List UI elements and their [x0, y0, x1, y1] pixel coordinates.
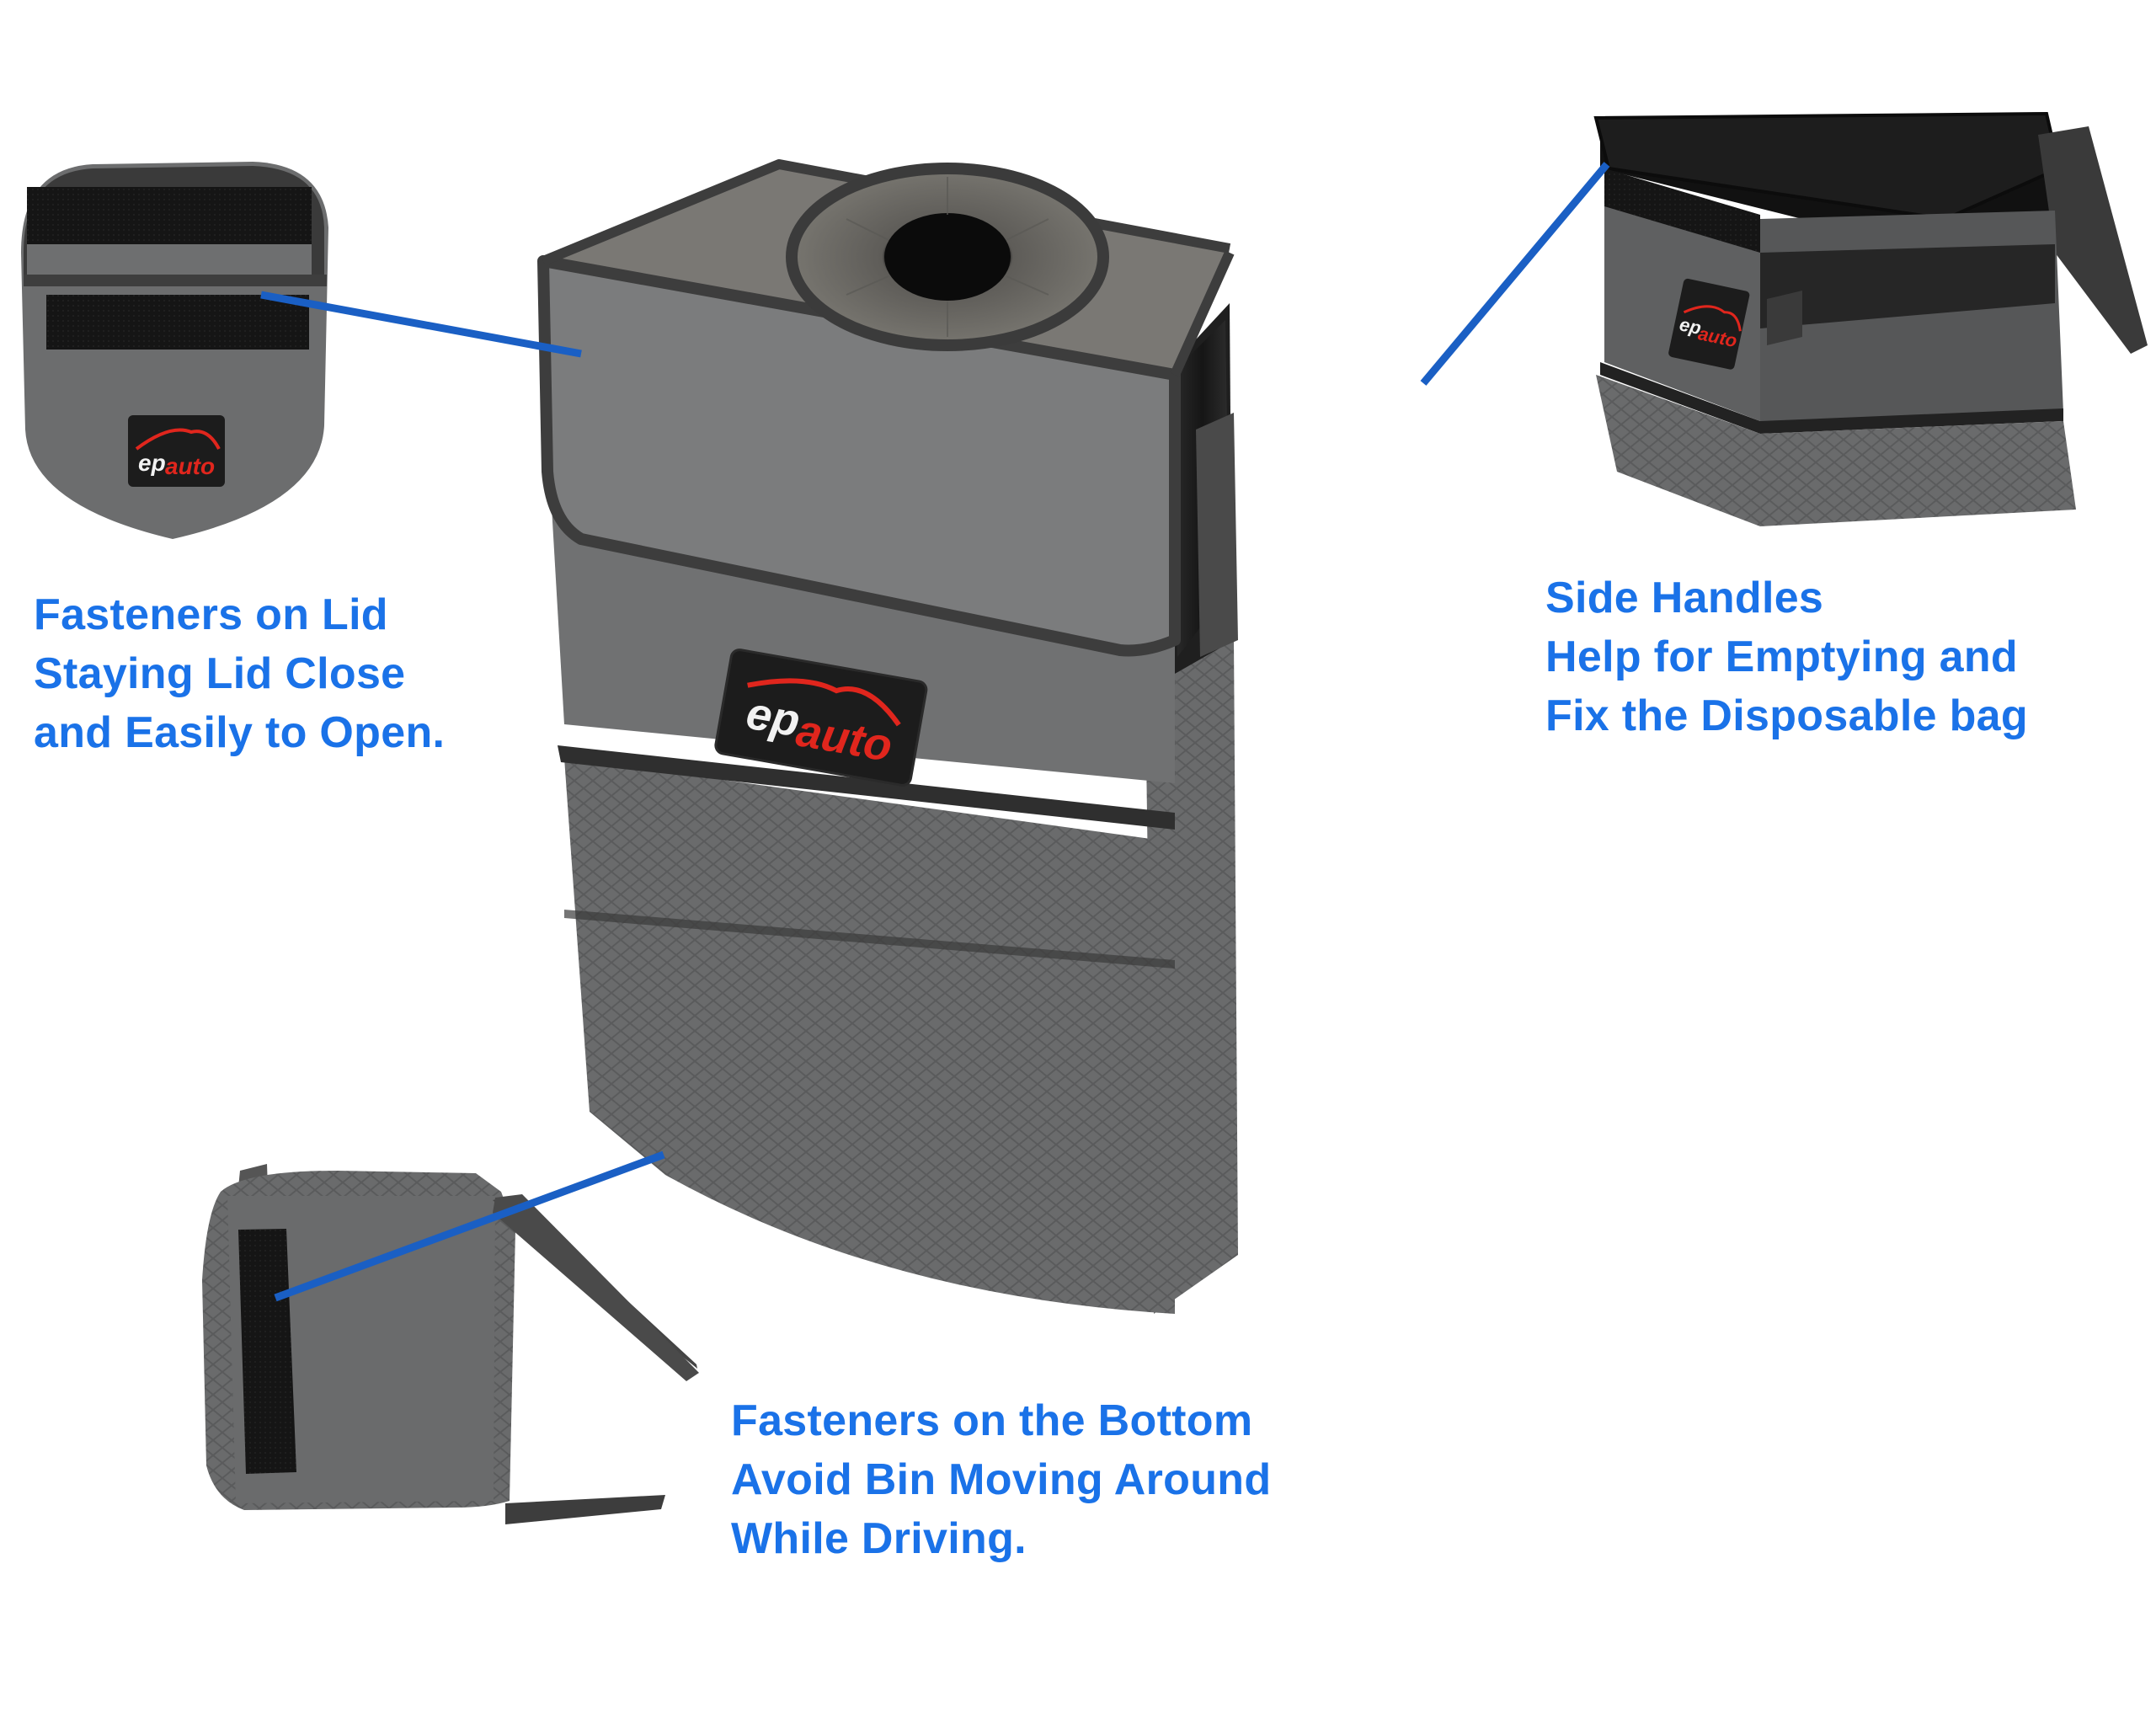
brand-logo-open-bin: ep auto — [1668, 278, 1750, 370]
svg-text:auto: auto — [165, 453, 215, 479]
svg-text:ep: ep — [138, 450, 166, 476]
bottom-fasteners-caption: Fasteners on the Bottom Avoid Bin Moving… — [731, 1391, 1271, 1568]
bottom-callout-line — [274, 1150, 665, 1302]
lid-detail-inset: ep auto — [21, 162, 328, 539]
bottom-detail-inset — [202, 1164, 699, 1524]
main-bin: ep auto — [537, 159, 1238, 1314]
svg-text:ep: ep — [1678, 313, 1703, 339]
svg-text:ep: ep — [743, 688, 803, 747]
caption-line: Fasteners on Lid — [34, 590, 388, 639]
caption-line: Fix the Disposable bag — [1545, 691, 2028, 740]
caption-line: Help for Emptying and — [1545, 632, 2018, 681]
lid-callout-line — [260, 291, 582, 358]
caption-line: Side Handles — [1545, 574, 1824, 622]
callout-lines — [260, 162, 1610, 1302]
open-bin-inset: ep auto — [1593, 111, 2148, 526]
brand-logo-lid: ep auto — [128, 415, 225, 487]
caption-line: Fasteners on the Bottom — [731, 1396, 1253, 1445]
handles-callout-line — [1420, 162, 1610, 386]
caption-line: While Driving. — [731, 1514, 1027, 1563]
lid-fasteners-caption: Fasteners on Lid Staying Lid Close and E… — [34, 585, 445, 762]
caption-line: Staying Lid Close — [34, 649, 406, 698]
side-handles-caption: Side Handles Help for Emptying and Fix t… — [1545, 568, 2028, 745]
brand-logo-main: ep auto — [714, 649, 928, 787]
caption-line: and Easily to Open. — [34, 708, 446, 757]
caption-line: Avoid Bin Moving Around — [731, 1455, 1272, 1504]
